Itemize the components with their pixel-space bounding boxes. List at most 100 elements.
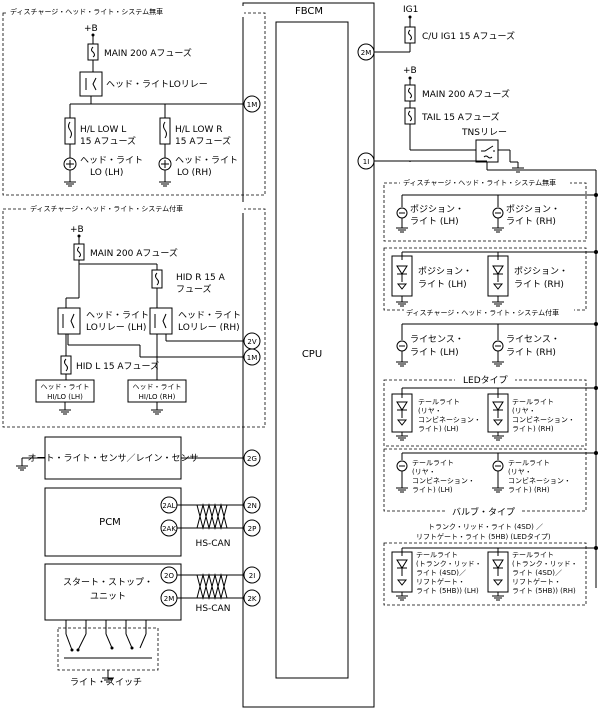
group-right-discharge bbox=[383, 247, 587, 311]
svg-text:2K: 2K bbox=[247, 595, 256, 603]
svg-text:テールライト: テールライト bbox=[418, 398, 460, 406]
svg-text:ライト) (LH): ライト) (LH) bbox=[418, 425, 459, 433]
start-stop-unit-box bbox=[44, 563, 182, 621]
svg-text:ライト) (LH): ライト) (LH) bbox=[412, 486, 453, 494]
hid-rh-label-2: HI/LO (RH) bbox=[139, 393, 176, 401]
hl-lo-relay-icon bbox=[79, 71, 103, 97]
hid-lh-label-1: ヘッド・ライト bbox=[41, 383, 90, 391]
hl-low-l-fuse-icon bbox=[64, 117, 76, 145]
svg-text:2AK: 2AK bbox=[162, 525, 176, 533]
start-stop-label-2: ユニット bbox=[90, 592, 126, 602]
auto-sensor-label: オート・ライト・センサ／レイン・センサ bbox=[27, 453, 198, 464]
tail-bulb-lh-text: テールライト (リヤ・ コンビネーション・ ライト) (LH) bbox=[412, 459, 475, 494]
svg-text:テールライト: テールライト bbox=[508, 459, 550, 467]
led-type-label: LEDタイプ bbox=[463, 375, 508, 386]
svg-text:1I: 1I bbox=[363, 158, 370, 166]
group-trunk bbox=[383, 542, 587, 606]
svg-text:ライト (5HB)) (LH): ライト (5HB)) (LH) bbox=[416, 587, 479, 595]
svg-text:ライト (4SD)／: ライト (4SD)／ bbox=[512, 569, 562, 577]
hscan-label-2: HS-CAN bbox=[196, 604, 231, 614]
svg-text:2O: 2O bbox=[164, 572, 174, 580]
svg-text:2P: 2P bbox=[248, 525, 257, 533]
hs-can-twist-2 bbox=[192, 573, 232, 600]
cpu-label: CPU bbox=[302, 349, 322, 360]
hid-lh-label-2: HI/LO (LH) bbox=[47, 393, 83, 401]
hl-lo-relay-rh-icon bbox=[149, 307, 173, 335]
pos-rh-label-2: ライト (RH) bbox=[506, 216, 556, 227]
svg-text:リフトゲート・: リフトゲート・ bbox=[416, 577, 465, 586]
hl-lo-relay-lh-icon bbox=[57, 307, 81, 335]
relay-r-label-2: LOリレー (RH) bbox=[178, 323, 240, 333]
bulb-type-label: バルブ・タイプ bbox=[452, 506, 515, 518]
hid-l-label: HID L 15 Aフューズ bbox=[76, 360, 159, 372]
light-switch-label: ライト・スイッチ bbox=[70, 677, 142, 688]
lic-lh-label-1: ライセンス・ bbox=[410, 334, 464, 345]
trunk-lh-text: テールライト (トランク・リッド・ ライト (4SD)／ リフトゲート・ ライト… bbox=[416, 551, 482, 595]
main-fuse-label-2: MAIN 200 Aフューズ bbox=[90, 247, 178, 259]
fbcm-box bbox=[242, 2, 375, 708]
group-hl-no-discharge-label: ディスチャージ・ヘッド・ライト・システム無車 bbox=[10, 7, 163, 16]
svg-text:1M: 1M bbox=[247, 101, 258, 109]
svg-text:2M: 2M bbox=[361, 49, 372, 57]
tail-led-rh-text: テールライト (リヤ・ コンビネーション・ ライト) (RH) bbox=[512, 398, 575, 433]
svg-text:(リヤ・: (リヤ・ bbox=[512, 407, 536, 415]
pos-led-lh-label-1: ポジション・ bbox=[418, 266, 472, 277]
main-fuse-label: MAIN 200 Aフューズ bbox=[104, 47, 192, 59]
hl-lo-rh-label-2: LO (RH) bbox=[177, 168, 212, 178]
pos-led-lh-label-2: ライト (LH) bbox=[418, 279, 467, 290]
hl-lo-relay-label: ヘッド・ライトLOリレー bbox=[106, 79, 208, 90]
light-switch-contacts bbox=[64, 633, 152, 659]
svg-text:2V: 2V bbox=[247, 338, 256, 346]
plus-b-label-3: +B bbox=[403, 66, 417, 76]
lic-lh-label-2: ライト (LH) bbox=[410, 347, 459, 358]
pos-lh-label-2: ライト (LH) bbox=[410, 216, 459, 227]
auto-light-sensor-box bbox=[44, 436, 182, 480]
pin-2m bbox=[357, 43, 375, 61]
relay-r-label-1: ヘッド・ライト bbox=[178, 310, 241, 321]
hid-r-label-1: HID R 15 A bbox=[176, 273, 226, 283]
svg-text:ライト (5HB)) (RH): ライト (5HB)) (RH) bbox=[512, 587, 576, 595]
pos-led-rh-label-1: ポジション・ bbox=[514, 266, 568, 277]
ig1-label: IG1 bbox=[403, 5, 418, 15]
group-right-discharge-label: ディスチャージ・ヘッド・ライト・システム付車 bbox=[406, 308, 559, 317]
svg-text:1M: 1M bbox=[247, 354, 258, 362]
trunk-rh-text: テールライト (トランク・リッド・ ライト (4SD)／ リフトゲート・ ライト… bbox=[512, 551, 578, 595]
group-led-type bbox=[383, 379, 587, 447]
svg-text:2AL: 2AL bbox=[162, 502, 175, 510]
cpu-box bbox=[275, 21, 349, 679]
hid-rh-label-1: ヘッド・ライト bbox=[133, 383, 182, 391]
svg-text:コンビネーション・: コンビネーション・ bbox=[508, 476, 571, 485]
trunk-label-2: リフトゲート・ライト (5HB) (LEDタイプ) bbox=[416, 532, 551, 541]
tns-relay-label: TNSリレー bbox=[461, 128, 507, 138]
svg-text:コンビネーション・: コンビネーション・ bbox=[512, 415, 575, 424]
hscan-label-1: HS-CAN bbox=[196, 539, 231, 549]
pin-1m-bottom bbox=[243, 348, 261, 366]
hid-r-label-2: フューズ bbox=[176, 283, 212, 295]
relay-l-label-1: ヘッド・ライト bbox=[86, 310, 149, 321]
cu-ig1-label: C/U IG1 15 Aフューズ bbox=[422, 30, 515, 42]
group-right-no-discharge-label: ディスチャージ・ヘッド・ライト・システム無車 bbox=[403, 178, 556, 187]
svg-text:リフトゲート・: リフトゲート・ bbox=[512, 577, 561, 586]
hl-low-r-fuse-icon bbox=[159, 117, 171, 145]
hl-lo-rh-label-1: ヘッド・ライト bbox=[175, 155, 238, 166]
plus-b-label: +B bbox=[84, 24, 98, 34]
pin-1m-top bbox=[243, 95, 261, 113]
svg-text:テールライト: テールライト bbox=[416, 551, 458, 559]
pin-2i bbox=[243, 566, 261, 584]
hl-low-l-label-2: 15 Aフューズ bbox=[80, 135, 136, 147]
svg-text:(トランク・リッド・: (トランク・リッド・ bbox=[512, 560, 578, 568]
pcm-box bbox=[44, 487, 182, 557]
svg-text:2G: 2G bbox=[247, 455, 257, 463]
hl-lo-lh-label-1: ヘッド・ライト bbox=[80, 155, 143, 166]
main-fuse-label-3: MAIN 200 Aフューズ bbox=[422, 88, 510, 100]
pin-2k bbox=[243, 589, 261, 607]
svg-text:テールライト: テールライト bbox=[512, 551, 554, 559]
svg-text:(リヤ・: (リヤ・ bbox=[508, 468, 532, 476]
svg-text:テールライト: テールライト bbox=[412, 459, 454, 467]
svg-text:2M: 2M bbox=[164, 595, 175, 603]
svg-text:2I: 2I bbox=[249, 572, 256, 580]
pos-lh-label-1: ポジション・ bbox=[410, 204, 464, 215]
lic-rh-label-2: ライト (RH) bbox=[506, 347, 556, 358]
group-hl-discharge-label: ディスチャージ・ヘッド・ライト・システム付車 bbox=[30, 204, 183, 213]
